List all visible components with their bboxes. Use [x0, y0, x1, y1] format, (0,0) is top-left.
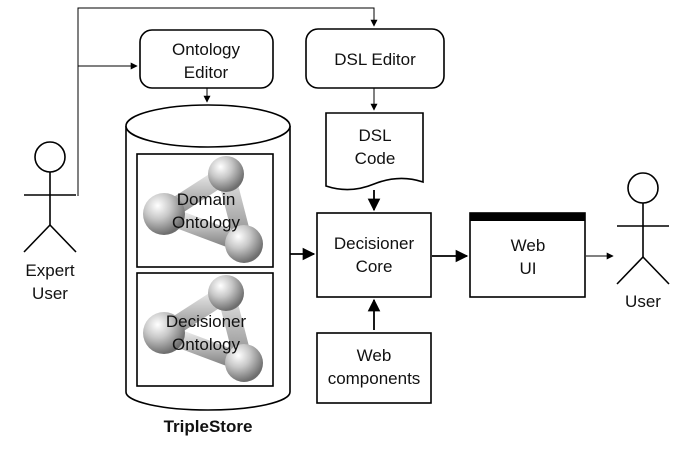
web-components-line1: Web: [357, 346, 392, 365]
domain-ontology-line1: Domain: [177, 190, 236, 209]
decisioner-ontology-line1: Decisioner: [166, 312, 247, 331]
web-components-line2: components: [328, 369, 421, 388]
domain-ontology-line2: Ontology: [172, 213, 241, 232]
web-components-node: Web components: [316, 332, 432, 404]
expert-user-actor: Expert User: [23, 141, 77, 303]
decisioner-ontology-node: Decisioner Ontology: [136, 272, 274, 387]
expert-user-line1: Expert: [25, 261, 74, 280]
domain-ontology-node: Domain Ontology: [136, 153, 274, 268]
decisioner-core-line1: Decisioner: [334, 234, 415, 253]
stick-figure-icon: [23, 141, 77, 253]
web-ui-node: Web UI: [469, 212, 586, 298]
decisioner-ontology-line2: Ontology: [172, 335, 241, 354]
decisioner-core-line2: Core: [356, 257, 393, 276]
web-ui-line1: Web: [511, 236, 546, 255]
dsl-code-line1: DSL: [358, 126, 391, 145]
ontology-editor-node: Ontology Editor: [139, 29, 274, 89]
user-actor: User: [616, 172, 670, 311]
dsl-code-line2: Code: [355, 149, 396, 168]
ontology-molecule-icon: [143, 275, 263, 382]
decisioner-core-node: Decisioner Core: [316, 212, 432, 298]
dsl-editor-node: DSL Editor: [305, 28, 445, 89]
ontology-editor-line1: Ontology: [172, 40, 241, 59]
edge-expert-to-dsl-editor: [77, 7, 378, 196]
user-label: User: [625, 292, 661, 311]
expert-user-line2: User: [32, 284, 68, 303]
web-ui-line2: UI: [520, 259, 537, 278]
dsl-code-node: DSL Code: [325, 112, 424, 191]
stick-figure-icon: [616, 172, 670, 285]
dsl-editor-label: DSL Editor: [334, 50, 416, 69]
ontology-molecule-icon: [143, 156, 263, 263]
ontology-editor-line2: Editor: [184, 63, 229, 82]
triplestore-label: TripleStore: [164, 417, 253, 436]
